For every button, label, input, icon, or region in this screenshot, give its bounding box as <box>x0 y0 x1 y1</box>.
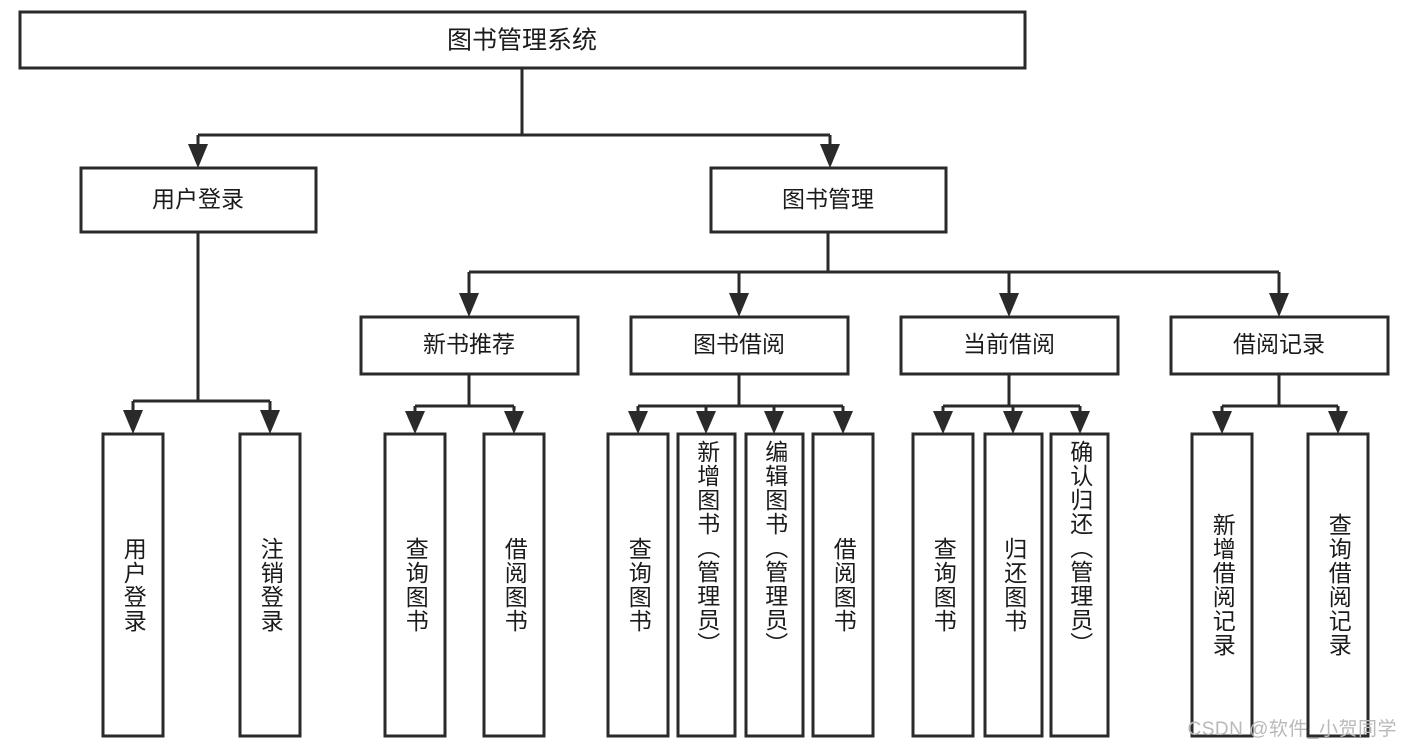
arrow-to-book-borrow <box>729 293 749 317</box>
edge-root-bus <box>196 68 832 150</box>
arrow-to-leaf-query-record <box>1328 411 1348 434</box>
edge-currentborrow-bus <box>941 374 1082 416</box>
node-borrow-record[interactable]: 借阅记录 <box>1169 315 1390 376</box>
leaf-box-confirm-return-admin[interactable] <box>1049 432 1110 738</box>
new-book-recommend-box[interactable] <box>359 315 580 376</box>
csdn-watermark: CSDN @软件_小贺同学 <box>1187 719 1397 740</box>
arrow-to-leaf-borrow-book-2 <box>833 411 853 434</box>
node-book-management[interactable]: 图书管理 <box>709 166 948 234</box>
leaf-box-query-book-current[interactable] <box>911 432 975 738</box>
arrow-to-leaf-add-record <box>1212 411 1232 434</box>
edge-bookmgmt-bus <box>467 232 1281 300</box>
arrow-to-leaf-query-book-3 <box>933 411 953 434</box>
arrow-to-leaf-add-book <box>696 411 716 434</box>
arrow-to-leaf-borrow-book-1 <box>504 411 524 434</box>
arrow-to-book-mgmt <box>820 144 840 168</box>
node-new-book-recommend[interactable]: 新书推荐 <box>359 315 580 376</box>
edge-borrowrecord-bus <box>1220 374 1340 416</box>
leaf-box-add-book-admin[interactable] <box>676 432 737 738</box>
connector-layer <box>123 68 1348 434</box>
leaf-box-query-borrow-record[interactable] <box>1306 432 1370 738</box>
leaf-box-logout[interactable] <box>238 432 302 738</box>
arrow-to-leaf-edit-book <box>764 411 784 434</box>
root-box[interactable] <box>18 10 1027 70</box>
book-management-box[interactable] <box>709 166 948 234</box>
leaf-box-query-book-rec[interactable] <box>383 432 447 738</box>
user-login-label: 用户登录 <box>152 186 244 212</box>
leaf-box-borrow-book[interactable] <box>811 432 875 738</box>
user-login-box[interactable] <box>79 166 318 234</box>
leaf-box-edit-book-admin[interactable] <box>744 432 805 738</box>
arrow-to-user-login <box>188 144 208 168</box>
leaf-box-add-borrow-record[interactable] <box>1190 432 1254 738</box>
arrow-to-new-book-rec <box>459 293 479 317</box>
arrow-to-borrow-record <box>1269 293 1289 317</box>
edge-bookborrow-bus <box>636 374 845 416</box>
root-label: 图书管理系统 <box>447 27 597 55</box>
leaf-box-return-book[interactable] <box>983 432 1044 738</box>
borrow-record-label: 借阅记录 <box>1233 331 1325 357</box>
arrow-to-leaf-logout <box>260 410 280 434</box>
book-borrow-box[interactable] <box>629 315 850 376</box>
leaf-box-layer <box>101 432 1370 738</box>
current-borrow-box[interactable] <box>899 315 1120 376</box>
book-management-label: 图书管理 <box>782 186 874 212</box>
node-current-borrow[interactable]: 当前借阅 <box>899 315 1120 376</box>
node-user-login[interactable]: 用户登录 <box>79 166 318 234</box>
arrow-to-leaf-query-book-2 <box>628 411 648 434</box>
arrow-to-leaf-user-login <box>123 410 143 434</box>
current-borrow-label: 当前借阅 <box>963 331 1055 357</box>
new-book-recommend-label: 新书推荐 <box>423 331 515 357</box>
leaf-box-borrow-book-rec[interactable] <box>482 432 546 738</box>
leaf-box-query-book-borrow[interactable] <box>606 432 670 738</box>
arrow-to-leaf-return-book <box>1003 411 1023 434</box>
edge-userlogin-bus <box>131 232 272 415</box>
arrow-to-current-borrow <box>999 293 1019 317</box>
node-book-borrow[interactable]: 图书借阅 <box>629 315 850 376</box>
edge-newbook-bus <box>413 374 516 416</box>
arrow-to-leaf-query-book-1 <box>405 411 425 434</box>
book-borrow-label: 图书借阅 <box>693 331 785 357</box>
node-root-system[interactable]: 图书管理系统 <box>18 10 1027 70</box>
borrow-record-box[interactable] <box>1169 315 1390 376</box>
leaf-box-user-login[interactable] <box>101 432 165 738</box>
arrow-to-leaf-confirm-return <box>1070 411 1090 434</box>
